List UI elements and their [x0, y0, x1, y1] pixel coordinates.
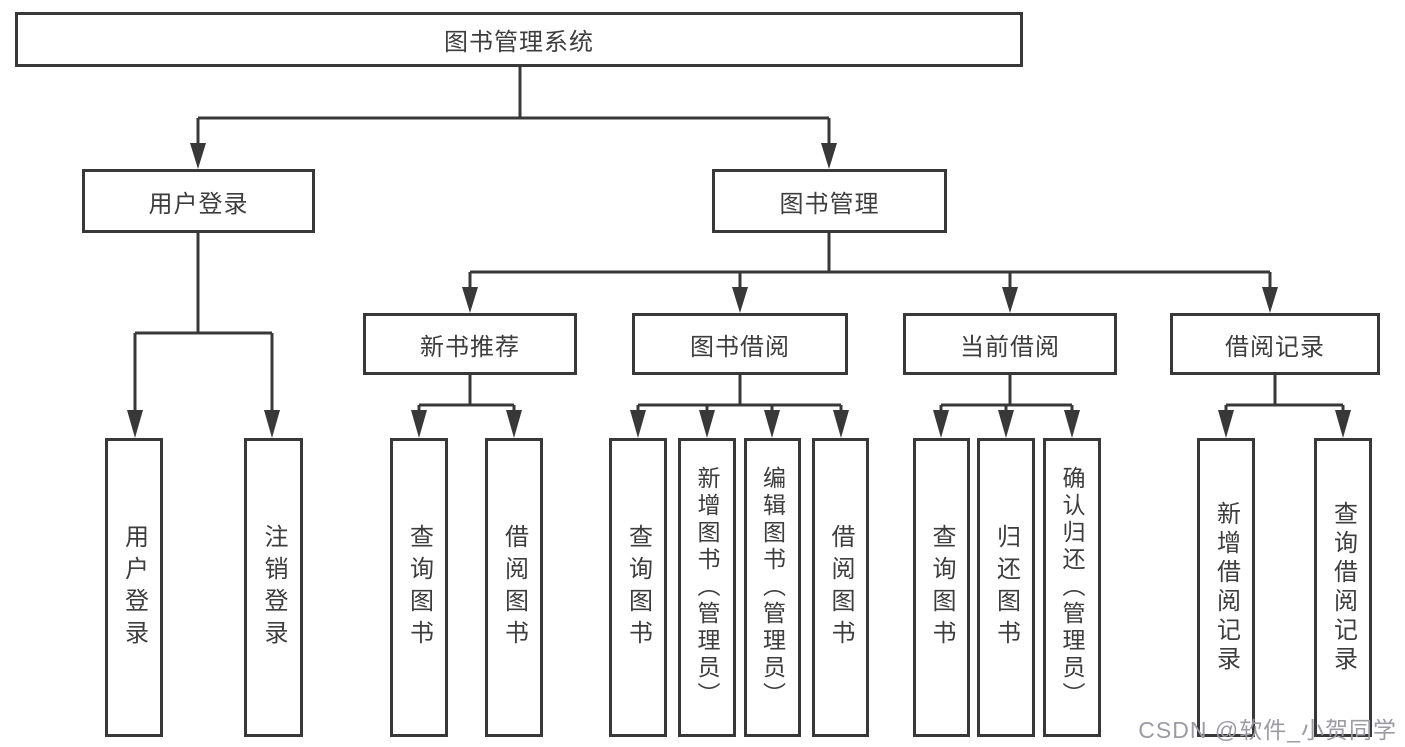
arrowhead	[630, 410, 646, 438]
leaf-bb-query-book: 查询图书	[609, 438, 667, 737]
leaf-cb-return-book: 归还图书	[977, 438, 1035, 737]
arrowhead	[998, 410, 1014, 438]
leaf-nb-query-book: 查询图书	[390, 438, 448, 737]
arrowhead	[732, 287, 748, 313]
leaf-bb-edit-book-admin: 编辑图书（管理员）	[744, 438, 801, 737]
arrowhead	[1262, 287, 1278, 313]
arrowhead	[462, 287, 478, 313]
arrowhead	[127, 410, 143, 438]
leaf-cb-query-book: 查询图书	[913, 438, 970, 737]
leaf-user-login: 用户登录	[105, 438, 163, 737]
arrowhead	[1064, 410, 1080, 438]
connector-user-login-split	[133, 233, 274, 414]
connector-book-management-split	[468, 233, 1272, 291]
connector-current-borrow-split	[939, 375, 1074, 414]
arrowhead	[933, 410, 949, 438]
leaf-bb-borrow-book: 借阅图书	[812, 438, 869, 737]
node-book-borrow: 图书借阅	[632, 313, 848, 375]
leaf-br-add-record: 新增借阅记录	[1197, 438, 1255, 737]
connector-new-book-split	[417, 375, 516, 414]
node-book-management: 图书管理	[712, 169, 947, 233]
node-current-borrow: 当前借阅	[903, 313, 1117, 375]
node-new-book-recommend: 新书推荐	[363, 313, 577, 375]
csdn-watermark: CSDN @软件_小贺同学	[1138, 717, 1397, 743]
arrowhead	[1002, 287, 1018, 313]
arrowhead	[190, 143, 206, 169]
arrowhead	[1218, 410, 1234, 438]
node-borrow-records: 借阅记录	[1170, 313, 1380, 375]
arrowhead	[821, 143, 837, 169]
node-library-management-system: 图书管理系统	[15, 12, 1023, 67]
arrowhead	[411, 410, 427, 438]
arrowhead	[699, 410, 715, 438]
arrowhead	[506, 410, 522, 438]
connector-book-borrow-split	[636, 375, 843, 414]
leaf-cb-confirm-return-admin: 确认归还（管理员）	[1043, 438, 1101, 737]
connector-root-split	[196, 67, 831, 147]
leaf-br-query-record: 查询借阅记录	[1314, 438, 1372, 737]
leaf-bb-add-book-admin: 新增图书（管理员）	[678, 438, 736, 737]
arrowhead	[264, 410, 280, 438]
leaf-nb-borrow-book: 借阅图书	[485, 438, 543, 737]
connector-borrow-records-split	[1224, 375, 1345, 414]
arrowhead	[764, 410, 780, 438]
leaf-logout-login: 注销登录	[244, 438, 303, 737]
arrowhead	[833, 410, 849, 438]
node-user-login: 用户登录	[82, 169, 315, 233]
arrowhead	[1335, 410, 1351, 438]
